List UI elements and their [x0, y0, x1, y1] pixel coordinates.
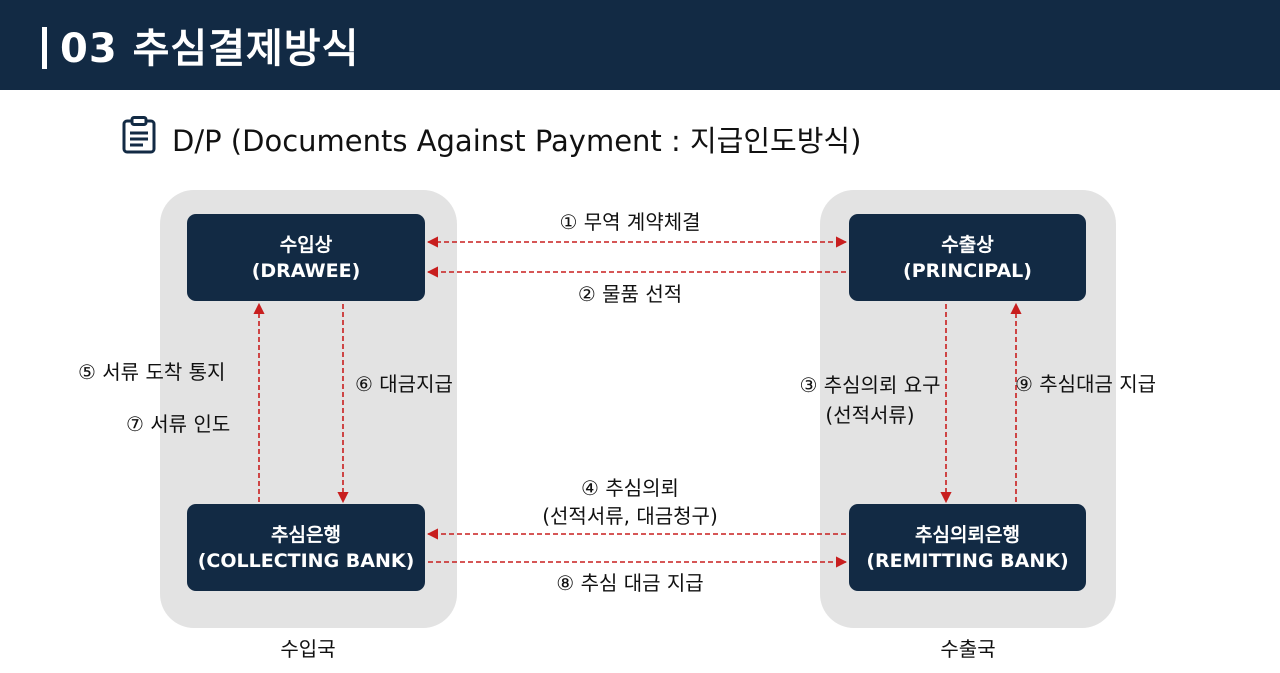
step-4-label-line2: (선적서류, 대금청구)	[542, 504, 718, 528]
importer-role: (DRAWEE)	[251, 259, 361, 282]
importer-node: 수입상 (DRAWEE)	[187, 214, 425, 301]
step-4-label-line1: ④ 추심의뢰	[581, 476, 679, 500]
exporter-name: 수출상	[941, 233, 994, 256]
collecting-bank-name: 추심은행	[271, 523, 341, 546]
step-5-label: ⑤ 서류 도착 통지	[78, 360, 226, 384]
step-3-label-line2: (선적서류)	[825, 403, 915, 427]
remitting-bank-name: 추심의뢰은행	[915, 523, 1020, 546]
importer-name: 수입상	[279, 233, 333, 256]
step-8-label: ⑧ 추심 대금 지급	[556, 571, 704, 595]
exporter-role: (PRINCIPAL)	[903, 259, 1032, 282]
step-6-label: ⑥ 대금지급	[355, 372, 453, 396]
step-2-label: ② 물품 선적	[577, 282, 683, 306]
subtitle: D/P (Documents Against Payment : 지급인도방식)	[172, 124, 862, 158]
clipboard-icon	[122, 116, 156, 154]
header-bar: 03 추심결제방식	[0, 0, 1280, 90]
collecting-bank-node: 추심은행 (COLLECTING BANK)	[187, 504, 425, 591]
step-7-label: ⑦ 서류 인도	[126, 412, 231, 436]
export-country-label: 수출국	[940, 637, 996, 661]
import-country-label: 수입국	[280, 637, 336, 661]
header-accent-bar	[42, 27, 47, 69]
step-1-label: ① 무역 계약체결	[559, 210, 701, 234]
step-9-label: ⑨ 추심대금 지급	[1015, 372, 1157, 396]
collecting-bank-role: (COLLECTING BANK)	[197, 549, 415, 572]
exporter-node: 수출상 (PRINCIPAL)	[849, 214, 1086, 301]
step-3-label-line1: ③ 추심의뢰 요구	[799, 373, 941, 397]
remitting-bank-role: (REMITTING BANK)	[866, 549, 1069, 572]
page-title: 03 추심결제방식	[60, 26, 360, 72]
remitting-bank-node: 추심의뢰은행 (REMITTING BANK)	[849, 504, 1086, 591]
